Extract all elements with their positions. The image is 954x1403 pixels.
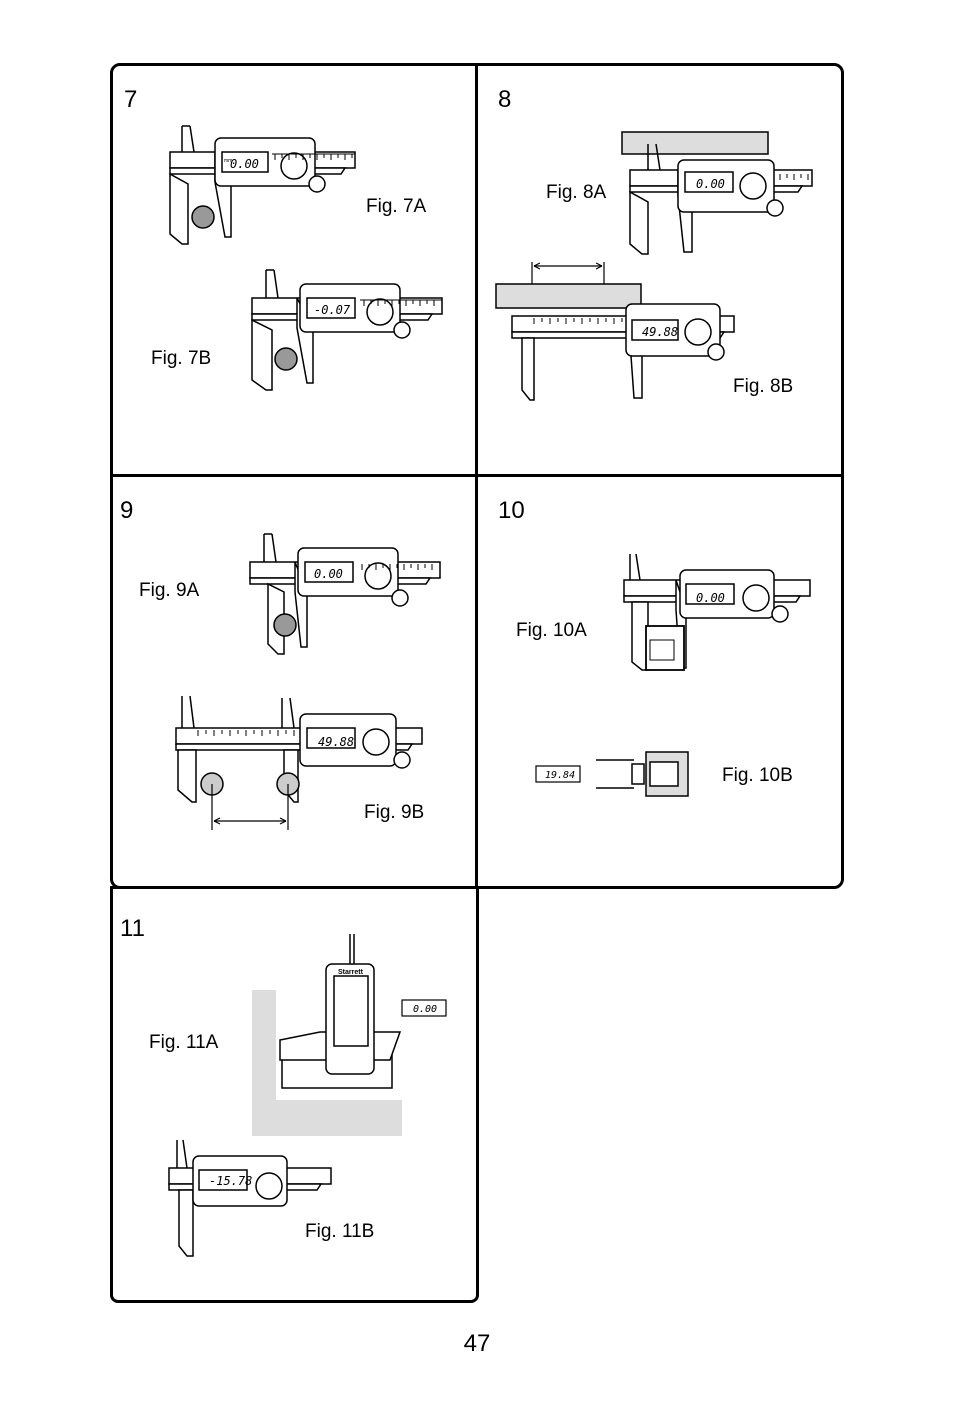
caliper-illustration-8b: 49.88 [495,262,735,401]
lcd-display-10a: 0.00 [696,591,725,605]
caliper-illustration-10a: 0.00 [623,553,811,671]
svg-text:mm: mm [224,158,232,164]
section-number-8: 8 [498,86,512,113]
section-number-7: 7 [124,86,138,113]
lcd-display-7b: -0.07 [314,303,351,317]
fig-7a-label: Fig. 7A [366,196,427,217]
caliper-illustration-9b: 49.88 [175,695,423,830]
fig-11a-label: Fig. 11A [149,1032,219,1053]
measured-part [274,347,298,371]
fig-7b-label: Fig. 7B [151,348,212,369]
measured-part [645,625,685,671]
measured-part [191,205,215,229]
fig-9a-label: Fig. 9A [139,580,200,601]
fig-11b-label: Fig. 11B [305,1221,375,1242]
caliper-illustration-7a: 0.00 mm [169,125,356,245]
caliper-illustration-8a: 0.00 [621,131,813,255]
fig-10b-label: Fig. 10B [722,765,793,786]
section-11-frame [110,886,479,1303]
caliper-illustration-10b: 19.84 [535,751,689,797]
fig-8a-label: Fig. 8A [546,182,607,203]
measured-part [273,613,297,637]
fig-9b-label: Fig. 9B [364,802,425,823]
measured-part [495,283,642,309]
fig-10a-label: Fig. 10A [516,620,587,641]
depth-measurement-illustration-11a: Starrett 0.00 [252,934,447,1136]
section-number-11: 11 [120,915,145,942]
lcd-display-10b: 19.84 [545,770,575,781]
lcd-display-8b: 49.88 [642,325,678,339]
fig-8b-label: Fig. 8B [733,376,794,397]
caliper-illustration-11b: -15.78 [168,1139,332,1257]
svg-text:Starrett: Starrett [338,969,364,976]
caliper-illustration-7b: -0.07 [251,269,443,391]
lcd-display-11a: 0.00 [413,1004,437,1015]
lcd-display-9a: 0.00 [314,567,343,581]
section-number-10: 10 [498,497,525,524]
caliper-illustration-9a: 0.00 [249,533,441,655]
horizontal-divider-1 [110,474,844,477]
measured-part [252,990,402,1136]
section-number-9: 9 [120,497,134,524]
lcd-display-7a: 0.00 [230,157,259,171]
lcd-display-11b: -15.78 [209,1174,252,1188]
lcd-display-9b: 49.88 [318,735,354,749]
measured-part [621,131,769,155]
lcd-display-8a: 0.00 [696,177,725,191]
page-number: 47 [463,1330,491,1357]
